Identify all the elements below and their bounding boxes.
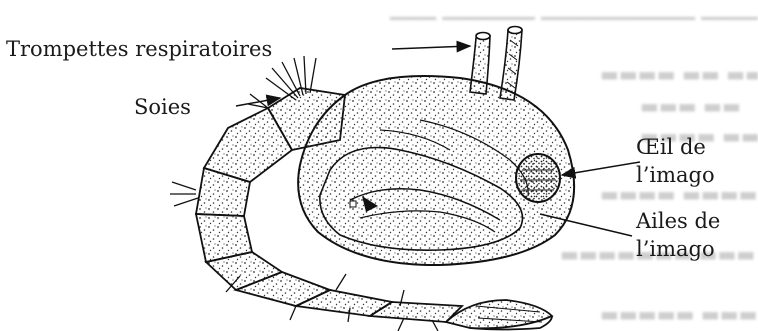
imago-eye [516, 154, 560, 202]
trompettes-arrow [392, 46, 470, 49]
label-oeil-line1: Œil de [636, 134, 706, 161]
label-ailes-line1: Ailes de [636, 208, 720, 235]
label-ailes-line2: l’imago [636, 236, 715, 263]
tail-paddles [446, 300, 552, 330]
label-soies: Soies [134, 94, 191, 121]
oeil-arrow [562, 162, 640, 175]
label-oeil-line2: l’imago [636, 162, 715, 189]
label-trompettes-respiratoires: Trompettes respiratoires [6, 36, 272, 63]
